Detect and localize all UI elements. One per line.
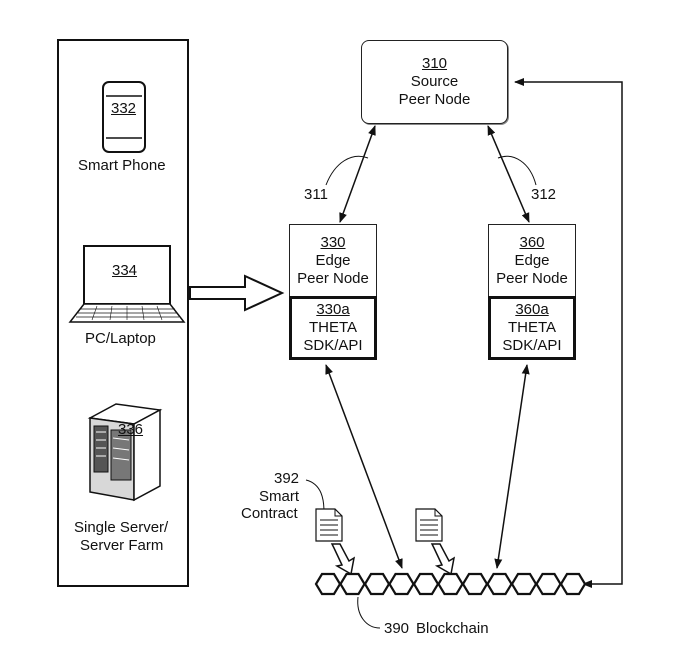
connection-arrow (189, 274, 285, 312)
smartphone-label: Smart Phone (78, 157, 166, 174)
sdk-left-line1: THETA (308, 319, 358, 336)
smart-contract-leader (305, 479, 325, 513)
laptop-label: PC/Laptop (85, 330, 156, 347)
sdk-left-line2: SDK/API (303, 337, 363, 354)
chain-block (388, 572, 415, 596)
edge-right-line1: Edge (514, 252, 550, 269)
smartphone-ref: 332 (111, 100, 137, 117)
link-311-leader (325, 155, 369, 186)
link-312-leader (497, 155, 537, 186)
blockchain-ref: 390 (384, 620, 410, 637)
link-312-arrow (487, 125, 530, 223)
chain-block (510, 572, 538, 596)
smart-contract-line2: Contract (241, 505, 298, 522)
link-311-label: 311 (304, 186, 328, 203)
chain-block (363, 572, 391, 596)
device-panel (57, 39, 189, 587)
smartphone-icon (102, 81, 146, 153)
chain-block (412, 572, 440, 596)
server-icon (87, 403, 163, 502)
source-node-line2: Peer Node (398, 91, 471, 108)
contract-down-arrow (430, 543, 456, 576)
edge-left-line1: Edge (315, 252, 351, 269)
chain-block (314, 572, 342, 596)
blockchain-chain (314, 572, 587, 596)
smart-contract-line1: Smart (259, 488, 300, 505)
sdk-left-chain-arrow (325, 364, 403, 569)
server-ref: 336 (118, 421, 144, 438)
laptop-icon (68, 245, 186, 323)
edge-left-line2: Peer Node (297, 270, 369, 287)
edge-right-line2: Peer Node (496, 270, 568, 287)
server-label-line1: Single Server/ (74, 519, 169, 536)
chain-block (559, 572, 587, 596)
source-peer-node: 310 Source Peer Node (361, 40, 508, 124)
sdk-api-left: 330a THETA SDK/API (289, 296, 377, 360)
link-311-arrow (339, 125, 376, 223)
sdk-right-line1: THETA (507, 319, 557, 336)
smart-contract-ref: 392 (274, 470, 300, 487)
chain-to-source-arrow (514, 78, 623, 588)
link-312-label: 312 (531, 186, 557, 203)
chain-block (339, 572, 366, 596)
source-node-ref: 310 (421, 55, 448, 72)
document-icon (315, 508, 343, 542)
chain-block (437, 572, 464, 596)
contract-down-arrow (330, 543, 356, 576)
edge-right-ref: 360 (519, 234, 545, 251)
sdk-left-ref: 330a (316, 301, 350, 318)
laptop-ref: 334 (112, 262, 138, 279)
sdk-right-line2: SDK/API (502, 337, 562, 354)
sdk-api-right: 360a THETA SDK/API (488, 296, 576, 360)
chain-block (535, 572, 562, 596)
document-icon (415, 508, 443, 542)
server-label-line2: Server Farm (80, 537, 164, 554)
sdk-right-ref: 360a (515, 301, 549, 318)
edge-left-ref: 330 (320, 234, 346, 251)
source-node-line1: Source (410, 73, 459, 90)
chain-block (486, 572, 513, 596)
blockchain-leader (357, 596, 381, 629)
chain-block (461, 572, 489, 596)
edge-peer-node-left: 330 Edge Peer Node (289, 224, 377, 298)
sdk-right-chain-arrow (494, 364, 530, 569)
edge-peer-node-right: 360 Edge Peer Node (488, 224, 576, 298)
blockchain-label: Blockchain (416, 620, 489, 637)
